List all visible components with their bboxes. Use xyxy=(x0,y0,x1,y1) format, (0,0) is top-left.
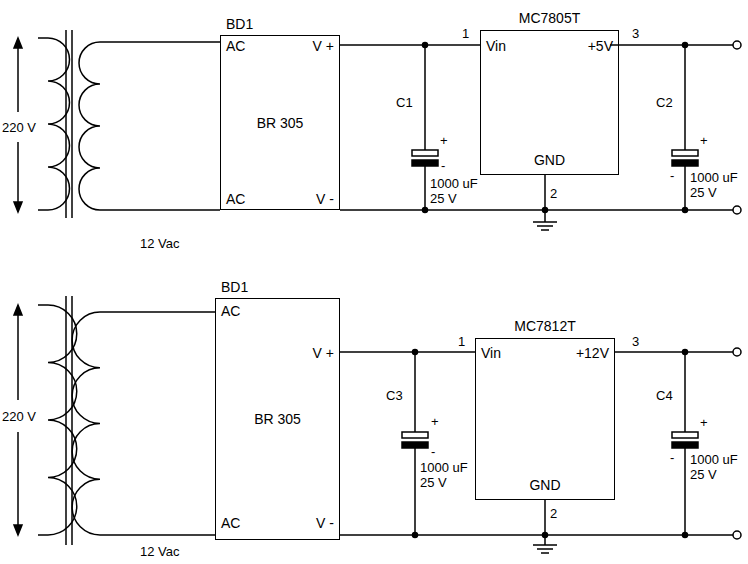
pin-name: BR 305 xyxy=(257,115,304,131)
supply-wire xyxy=(340,44,480,46)
schematic-label: 1000 uF 25 V xyxy=(690,170,746,200)
pin-name: AC xyxy=(226,38,245,54)
schematic-label: + xyxy=(431,414,439,429)
schematic-label: 220 V xyxy=(2,409,36,424)
part-name: MC7805T xyxy=(519,10,580,26)
pin-name: V + xyxy=(313,38,334,54)
part-name: MC7812T xyxy=(514,318,575,334)
schematic-label: C2 xyxy=(656,95,673,110)
supply-wire xyxy=(340,351,475,353)
schematic-label: - xyxy=(431,444,435,459)
transformer-bottom xyxy=(14,296,215,545)
part-name: BD1 xyxy=(226,16,253,32)
schematic-label: 1000 uF 25 V xyxy=(430,176,490,206)
schematic-label: 1 xyxy=(462,26,469,41)
pin-name: +5V xyxy=(588,38,613,54)
schematic-label: 3 xyxy=(632,26,639,41)
schematic-label: 220 V xyxy=(2,120,36,135)
schematic-label: C4 xyxy=(656,388,673,403)
bridge-rectifier-box: BD1ACV +BR 305ACV - xyxy=(215,298,340,540)
schematic-label: 3 xyxy=(632,334,639,349)
pin-name: BR 305 xyxy=(254,411,301,427)
schematic-label: - xyxy=(670,168,674,183)
pin-name: V - xyxy=(316,515,334,531)
schematic-label: C3 xyxy=(386,388,403,403)
schematic-label: 2 xyxy=(550,506,557,521)
schematic-label: 2 xyxy=(550,186,557,201)
schematic-label: + xyxy=(440,133,448,148)
schematic-label: - xyxy=(441,158,445,173)
regulator-box: MC7812TVin+12VGND xyxy=(475,338,615,500)
schematic-label: - xyxy=(670,450,674,465)
schematic-label: C1 xyxy=(396,95,413,110)
pin-name: AC xyxy=(226,191,245,207)
pin-name: V - xyxy=(316,191,334,207)
wires-top xyxy=(340,41,741,230)
pin-name: Vin xyxy=(486,38,506,54)
pin-name: GND xyxy=(529,477,560,493)
wires-bottom xyxy=(340,348,741,553)
schematic-label: 1000 uF 25 V xyxy=(420,460,480,490)
pin-name: GND xyxy=(534,152,565,168)
regulator-box: MC7805TVin+5VGND xyxy=(480,30,619,175)
bridge-rectifier-box: BD1ACV +BR 305ACV - xyxy=(220,35,340,210)
pin-name: AC xyxy=(221,515,240,531)
schematic-label: + xyxy=(700,415,708,430)
schematic-label: + xyxy=(700,133,708,148)
part-name: BD1 xyxy=(221,279,248,295)
pin-name: V + xyxy=(313,345,334,361)
schematic-label: 12 Vac xyxy=(140,544,180,559)
schematic-label: 1000 uF 25 V xyxy=(690,452,746,482)
schematic-label: 1 xyxy=(458,334,465,349)
pin-name: AC xyxy=(221,303,240,319)
transformer-top xyxy=(14,30,220,218)
pin-name: +12V xyxy=(576,345,609,361)
pin-name: Vin xyxy=(481,345,501,361)
schematic-label: 12 Vac xyxy=(140,236,180,251)
